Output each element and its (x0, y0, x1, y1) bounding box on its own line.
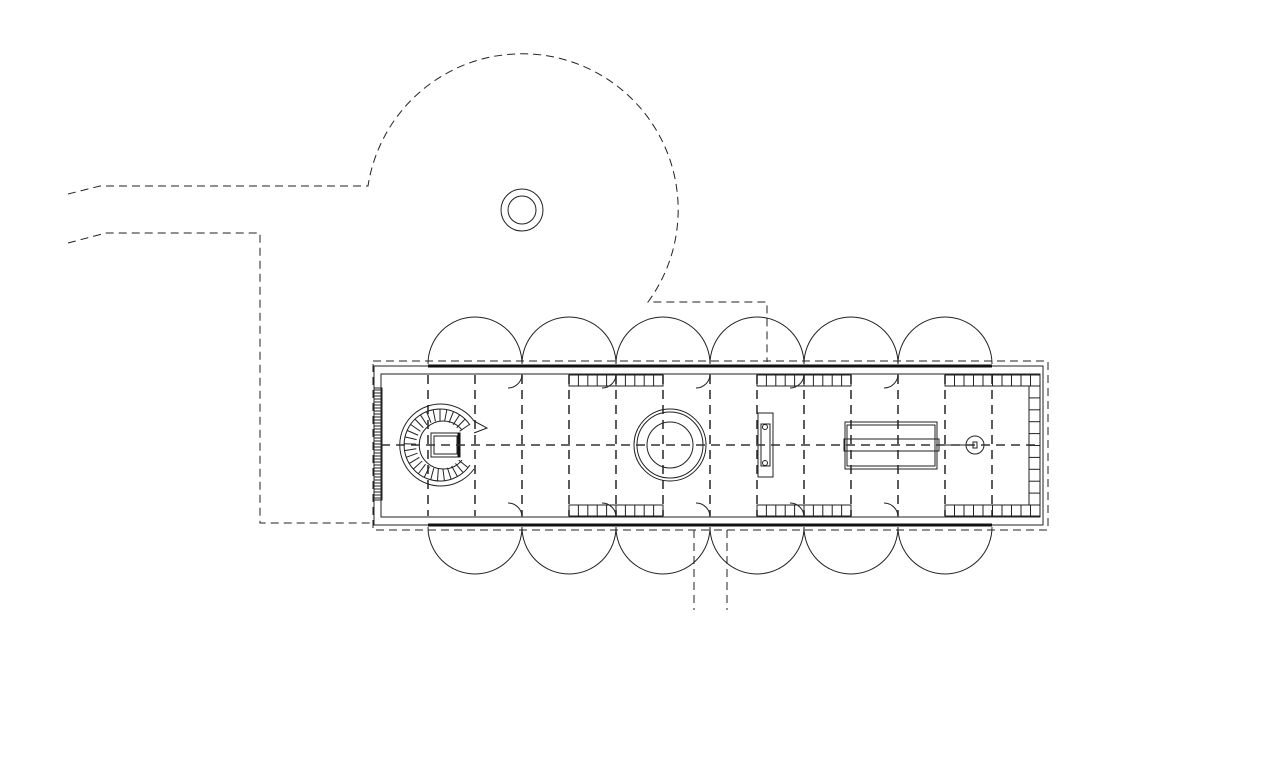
door-swing-bottom (897, 526, 993, 575)
stair-tread (423, 466, 430, 478)
door-swing-bottom (615, 526, 711, 575)
stair-tread (455, 463, 464, 473)
stair-tread (442, 468, 445, 481)
door-swing-top (521, 316, 617, 365)
benches (568, 374, 1041, 517)
stair-tread (451, 465, 458, 477)
side-door-bottom (695, 502, 711, 518)
door-swing-top (427, 316, 523, 365)
door-swing-bottom (709, 526, 805, 575)
site-path-lower (67, 232, 373, 524)
bench-bottom (756, 504, 852, 517)
stair-tread (446, 467, 452, 480)
stair-tread (417, 463, 426, 475)
door-swing-top (709, 316, 805, 365)
stair-tread (404, 448, 417, 452)
stair-tread (444, 409, 448, 422)
stair-tread (410, 423, 421, 432)
stair-tread (426, 411, 432, 423)
side-door-top (507, 373, 523, 389)
side-door-top (883, 373, 899, 389)
bench-top (756, 374, 852, 387)
door-swing-bottom (521, 526, 617, 575)
stair-tread (432, 409, 436, 422)
bench-top (568, 374, 664, 387)
door-swing-top (897, 316, 993, 365)
side-door-top (695, 373, 711, 389)
stair-tread (404, 436, 417, 441)
stair-tread (412, 460, 423, 470)
tree-icon (500, 188, 544, 232)
side-door-bottom (883, 502, 899, 518)
door-swing-top (615, 316, 711, 365)
stair-tread (456, 418, 466, 429)
door-swing-top (803, 316, 899, 365)
stair-tread (414, 418, 424, 429)
stair-tread (452, 414, 461, 426)
spiral-staircase (399, 403, 489, 487)
stair-tread (458, 459, 469, 469)
bench-bottom (568, 504, 664, 517)
stair-tread (419, 414, 428, 426)
stair-tread (406, 429, 419, 436)
stair-tread (406, 452, 418, 458)
louvre-wall (373, 387, 383, 501)
door-swing-bottom (803, 526, 899, 575)
stair-tread (430, 468, 435, 480)
side-door-bottom (507, 502, 523, 518)
stair-tread (408, 456, 420, 464)
stair-tread (436, 468, 439, 481)
structural-grid (427, 375, 993, 516)
stair-tread (448, 411, 454, 423)
door-swings (427, 316, 993, 575)
door-swing-bottom (427, 526, 523, 575)
stair-tread (459, 423, 470, 432)
bench-bottom (944, 504, 1041, 517)
site-path-upper (67, 53, 768, 362)
bench-top (944, 374, 1041, 387)
roof-outline (372, 360, 1049, 531)
